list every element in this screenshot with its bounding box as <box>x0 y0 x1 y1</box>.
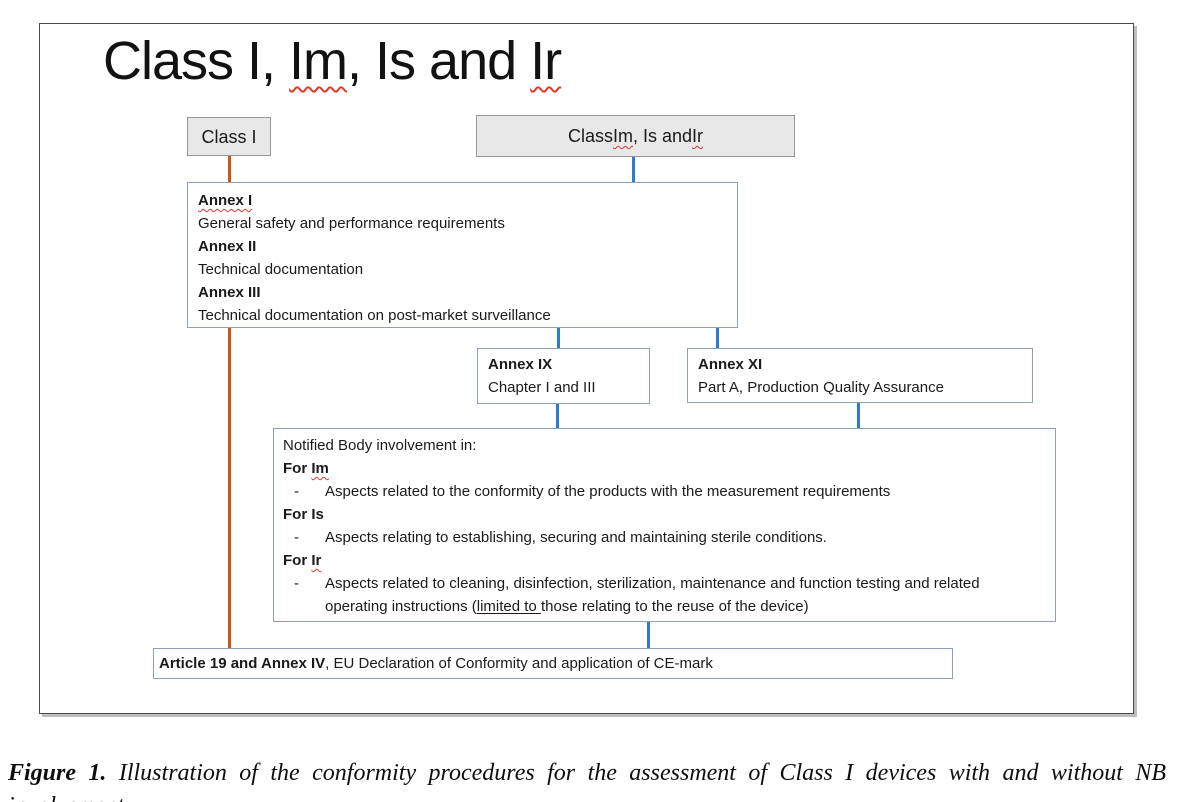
text-segment: Chapter I and III <box>488 379 596 396</box>
text-segment: Notified Body involvement in: <box>283 437 477 454</box>
text-segment: Annex III <box>198 284 261 301</box>
diagram-slide: Class I, Im, Is and Ir Class I Class Im,… <box>39 23 1134 714</box>
connector-annex-ix-to-notified-body <box>556 403 559 429</box>
text-segment: , Is and <box>632 126 693 146</box>
bullet-dash: - <box>294 529 299 546</box>
line-text: Technical documentation <box>198 261 363 278</box>
text-line: - Aspects related to the conformity of th… <box>283 480 1046 503</box>
text-line: For Im <box>283 457 1046 480</box>
line-text: Chapter I and III <box>488 379 596 396</box>
line-text: Annex I <box>198 192 252 209</box>
text-line: Notified Body involvement in: <box>283 434 1046 457</box>
node-annex-xi: Annex XI Part A, Production Quality Assur… <box>687 348 1033 403</box>
text-segment: Im <box>289 31 348 91</box>
text-segment: , EU Declaration of Conformity and appli… <box>325 655 713 672</box>
node-class-i: Class I <box>187 117 271 156</box>
line-text: Notified Body involvement in: <box>283 437 476 454</box>
bullet-dash: - <box>294 483 299 500</box>
text-segment: Aspects relating to establishing, securi… <box>325 529 827 546</box>
text-line: For Is <box>283 503 1046 526</box>
line-text: For Ir <box>283 552 321 569</box>
text-line: Technical documentation on post-market s… <box>198 304 727 327</box>
line-text: Annex III <box>198 284 261 301</box>
text-line: - Aspects relating to establishing, secur… <box>283 526 1046 549</box>
text-segment: Im <box>612 126 633 146</box>
text-line: For Ir <box>283 549 1046 572</box>
text-segment: those relating to the reuse of the devic… <box>540 598 809 615</box>
line-text: Part A, Production Quality Assurance <box>698 379 944 396</box>
figure-caption: Figure 1. Illustration of the conformity… <box>8 757 1166 802</box>
text-line: Chapter I and III <box>488 376 639 399</box>
text-segment: Annex II <box>198 238 257 255</box>
text-line: - Aspects related to cleaning, disinfecti… <box>283 572 1046 618</box>
text-line: Article 19 and Annex IV, EU Declaration … <box>159 652 947 675</box>
bullet-dash: - <box>294 575 299 592</box>
line-text: For Im <box>283 460 329 477</box>
text-segment: Article 19 and Annex IV <box>159 655 326 672</box>
text-segment: For <box>283 552 312 569</box>
line-text: Aspects relating to establishing, securi… <box>325 526 827 549</box>
text-line: Annex IX <box>488 353 639 376</box>
text-segment: Annex I <box>198 192 253 209</box>
text-segment: Im <box>311 460 329 477</box>
text-segment: Class <box>567 126 613 146</box>
text-line: Annex I <box>198 189 727 212</box>
text-segment: Technical documentation on post-market s… <box>198 307 551 324</box>
text-segment: Ir <box>311 552 322 569</box>
text-segment: Ir <box>692 126 704 146</box>
text-segment: , Is and <box>347 31 531 91</box>
text-segment: Aspects related to cleaning, disinfectio… <box>325 575 980 615</box>
line-text: Annex XI <box>698 356 762 373</box>
text-segment: Annex IX <box>488 356 553 373</box>
slide-title: Class I, Im, Is and Ir <box>103 30 562 92</box>
text-line: Annex XI <box>698 353 1022 376</box>
text-segment: Technical documentation <box>198 261 364 278</box>
line-text: General safety and performance requireme… <box>198 215 505 232</box>
line-text: Aspects related to the conformity of the… <box>325 480 890 503</box>
connector-class-im-to-annex <box>632 157 635 184</box>
node-article-19: Article 19 and Annex IV, EU Declaration … <box>153 648 953 679</box>
line-text: Annex II <box>198 238 256 255</box>
figure-caption-label: Figure 1. <box>8 760 107 786</box>
node-annex-ix: Annex IX Chapter I and III <box>477 348 650 404</box>
text-segment: General safety and performance requireme… <box>198 215 505 232</box>
text-line: Annex II <box>198 235 727 258</box>
connector-annex-to-annex-ix <box>557 327 560 349</box>
line-text: Aspects related to cleaning, disinfectio… <box>325 572 1046 618</box>
node-class-im-is-ir: Class Im, Is and Ir <box>476 115 795 157</box>
connector-annex-to-annex-xi <box>716 327 719 349</box>
text-line: Part A, Production Quality Assurance <box>698 376 1022 399</box>
text-segment: Part A, Production Quality Assurance <box>698 379 944 396</box>
text-segment: Annex XI <box>698 356 763 373</box>
line-text: Article 19 and Annex IV, EU Declaration … <box>159 655 713 672</box>
figure-caption-text: Illustration of the conformity procedure… <box>8 760 1166 802</box>
line-text: Annex IX <box>488 356 552 373</box>
text-segment: limited to <box>476 598 541 615</box>
text-line: Technical documentation <box>198 258 727 281</box>
text-segment: Aspects related to the conformity of the… <box>325 483 891 500</box>
text-segment: Ir <box>530 31 562 91</box>
text-segment: For Is <box>283 506 324 523</box>
node-annex-requirements: Annex I General safety and performance re… <box>187 182 738 328</box>
connector-annex-xi-to-notified-body <box>857 402 860 429</box>
line-text: Technical documentation on post-market s… <box>198 307 551 324</box>
line-text: For Is <box>283 506 324 523</box>
node-notified-body: Notified Body involvement in:For Im-Aspe… <box>273 428 1056 622</box>
text-line: Annex III <box>198 281 727 304</box>
text-line: General safety and performance requireme… <box>198 212 727 235</box>
text-segment: Class I, <box>103 31 290 91</box>
text-segment: Class I <box>201 126 257 147</box>
text-segment: For <box>283 460 312 477</box>
connector-notified-body-to-article <box>647 621 650 649</box>
connector-class-i-to-article <box>228 155 231 650</box>
